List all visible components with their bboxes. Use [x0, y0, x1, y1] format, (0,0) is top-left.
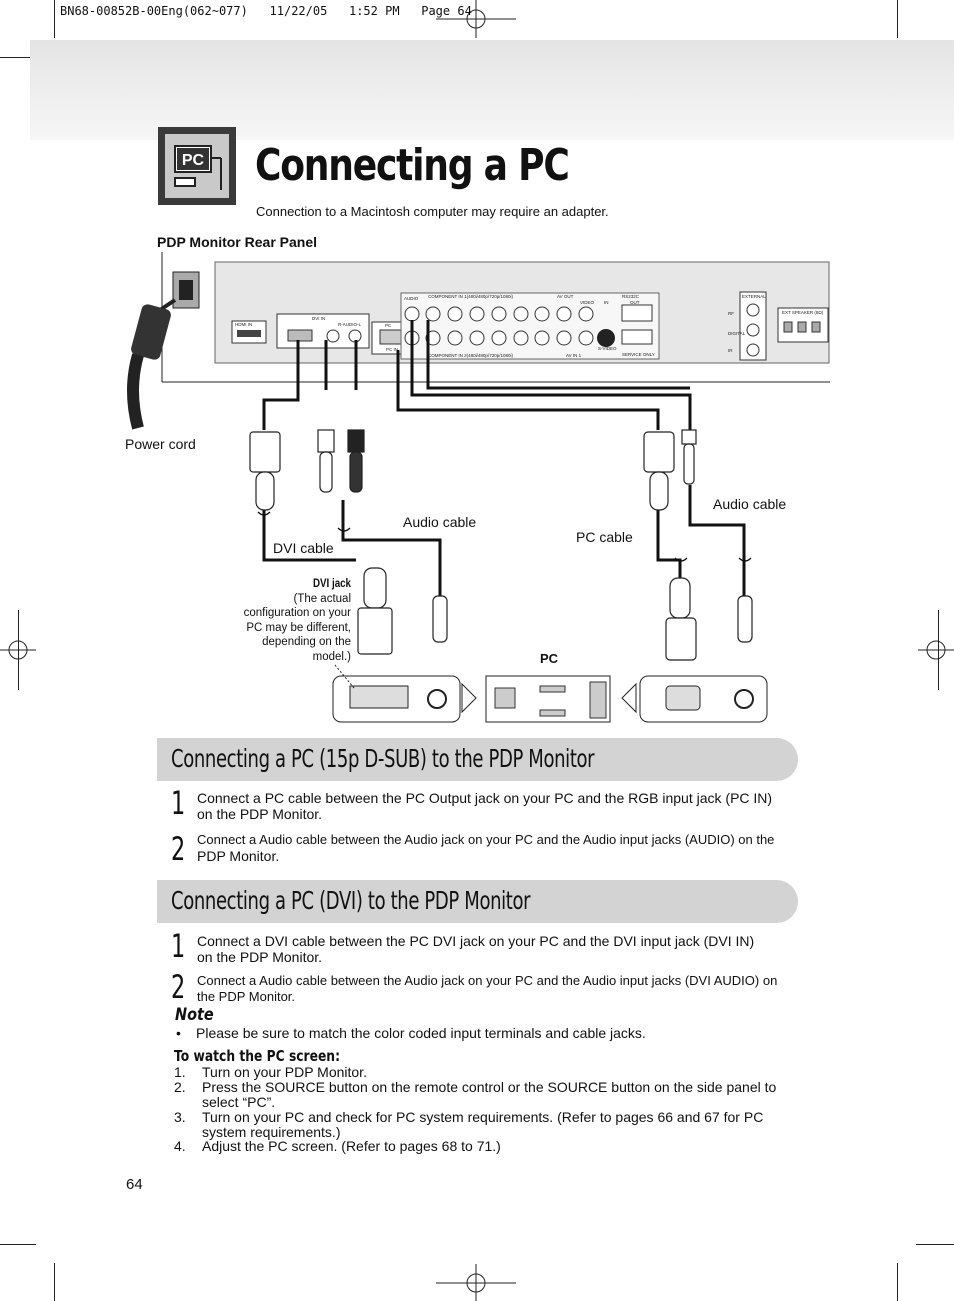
step-number: 2: [171, 830, 186, 868]
power-cord-label: Power cord: [125, 436, 196, 452]
panel-label-dvi: DVI IN: [312, 316, 325, 321]
panel-label-in: IN: [604, 300, 609, 305]
watch-item-text: Press the SOURCE button on the remote co…: [202, 1079, 777, 1095]
section-1-title: Connecting a PC (15p D-SUB) to the PDP M…: [171, 744, 595, 773]
page-number: 64: [126, 1176, 143, 1193]
watch-item-num: 4.: [174, 1138, 186, 1154]
panel-label-raudio: R-AUDIO-L: [338, 322, 361, 327]
watch-item-text: system requirements.): [202, 1124, 341, 1140]
panel-label-video: VIDEO: [580, 300, 595, 305]
panel-label-digital: DIGITAL: [728, 331, 746, 336]
page-subtitle: Connection to a Macintosh computer may r…: [256, 204, 609, 219]
watch-item-num: 3.: [174, 1109, 186, 1125]
watch-item-num: 1.: [174, 1064, 186, 1080]
header-band: [30, 40, 954, 140]
pc-cable-label: PC cable: [576, 529, 633, 545]
panel-label-ir: IR: [728, 348, 733, 353]
step-line: Connect a PC cable between the PC Output…: [197, 790, 773, 806]
crop-mark: [54, 0, 55, 38]
watch-title: To watch the PC screen:: [174, 1047, 340, 1065]
step-line: the PDP Monitor.: [197, 989, 296, 1004]
watch-item-num: 2.: [174, 1079, 186, 1095]
crop-mark: [897, 0, 898, 38]
section-2-header: [157, 880, 798, 923]
step-text: Connect a PC cable between the PC Output…: [197, 790, 797, 822]
note-text: Please be sure to match the color coded …: [196, 1025, 646, 1041]
step-number: 1: [171, 927, 186, 965]
watch-item: 1. Turn on your PDP Monitor.: [174, 1065, 794, 1080]
step-line: Connect a Audio cable between the Audio …: [197, 832, 775, 847]
note-bullet: •: [176, 1025, 181, 1041]
panel-label-avout: AV OUT: [557, 294, 574, 299]
print-slug: BN68-00852B-00Eng(062~077) 11/22/05 1:52…: [60, 4, 472, 18]
step-line: PDP Monitor.: [197, 848, 280, 864]
dvi-jack-note-line: depending on the: [262, 636, 351, 648]
watch-item: 4. Adjust the PC screen. (Refer to pages…: [174, 1139, 794, 1154]
panel-label-comp2: COMPONENT IN 2(480i/480p/720p/1080i): [428, 353, 513, 358]
pc-label: PC: [540, 651, 559, 666]
step-number: 2: [171, 968, 186, 1006]
watch-item-text: Turn on your PDP Monitor.: [202, 1064, 367, 1080]
pc-section-icon: PC: [158, 127, 236, 205]
section-2-title: Connecting a PC (DVI) to the PDP Monitor: [171, 886, 531, 915]
step-text: Connect a Audio cable between the Audio …: [197, 832, 797, 864]
panel-label-rf: RF: [728, 311, 734, 316]
watch-item: 3. Turn on your PC and check for PC syst…: [174, 1109, 794, 1140]
section-1-header: [157, 738, 798, 781]
panel-label-pcin: PC IN: [386, 347, 398, 352]
rear-panel-title: PDP Monitor Rear Panel: [157, 234, 318, 250]
step-text: Connect a Audio cable between the Audio …: [197, 973, 797, 1005]
panel-label-audio: AUDIO: [404, 296, 419, 301]
crop-mark: [54, 1263, 55, 1301]
panel-label-pc: PC: [385, 323, 392, 328]
crop-mark: [0, 57, 36, 58]
crop-mark: [0, 1244, 36, 1245]
step-line: Connect a DVI cable between the PC DVI j…: [197, 933, 755, 949]
panel-label-comp1: COMPONENT IN 1(480i/480p/720p/1080i): [428, 294, 513, 299]
dvi-cable-label: DVI cable: [273, 540, 334, 556]
panel-label-avin: AV IN 1: [566, 353, 582, 358]
panel-label-out: OUT: [630, 300, 640, 305]
crop-mark: [897, 1263, 898, 1301]
crop-mark: [916, 1244, 954, 1245]
panel-label-service: SERVICE ONLY: [622, 352, 655, 357]
watch-item-text: Adjust the PC screen. (Refer to pages 68…: [202, 1138, 501, 1154]
audio-cable-left-label: Audio cable: [403, 514, 477, 530]
panel-label-hdmi: HDMI IN: [235, 322, 252, 327]
step-text: Connect a DVI cable between the PC DVI j…: [197, 933, 797, 965]
dvi-jack-note-line: (The actual: [293, 592, 351, 605]
rear-panel: [161, 252, 830, 383]
panel-label-speaker: EXT SPEAKER (8Ω): [782, 310, 824, 315]
icon-label: PC: [182, 152, 205, 169]
dvi-jack-note-line: configuration on your: [243, 607, 351, 619]
panel-label-rs232c: RS232C: [622, 294, 640, 299]
dvi-jack-title: DVI jack: [312, 578, 351, 590]
watch-item-text: Turn on your PC and check for PC system …: [202, 1109, 764, 1125]
step-line: on the PDP Monitor.: [197, 949, 323, 965]
panel-label-svideo: S-VIDEO: [598, 346, 617, 351]
page-title: Connecting a PC: [255, 140, 570, 191]
panel-label-external: EXTERNAL: [742, 294, 766, 299]
watch-list: 1. Turn on your PDP Monitor. 2. Press th…: [174, 1065, 794, 1154]
step-line: on the PDP Monitor.: [197, 806, 323, 822]
dvi-jack-note: DVI jack (The actual configuration on yo…: [236, 577, 351, 664]
note-title: Note: [175, 1005, 214, 1025]
audio-cable-right-label: Audio cable: [713, 496, 787, 512]
step-number: 1: [171, 784, 186, 822]
dvi-jack-note-line: PC may be different,: [246, 621, 351, 634]
watch-item: 2. Press the SOURCE button on the remote…: [174, 1080, 794, 1110]
dvi-jack-note-line: model.): [312, 650, 351, 663]
step-line: Connect a Audio cable between the Audio …: [197, 973, 778, 988]
watch-item-text: select “PC”.: [202, 1094, 276, 1110]
